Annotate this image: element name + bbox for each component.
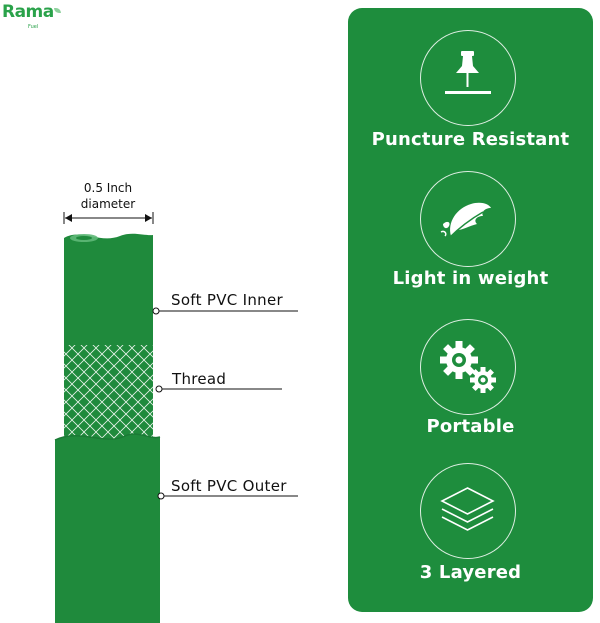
pushpin-icon <box>445 51 491 94</box>
callout-line-outer <box>157 492 298 500</box>
callout-line-thread <box>155 385 282 393</box>
features-panel: Puncture Resistant Light in weight <box>348 8 593 612</box>
callout-thread: Thread <box>172 370 227 388</box>
hose-illustration <box>54 212 298 623</box>
feather-icon <box>440 202 491 239</box>
feature-label: Light in weight <box>392 268 549 289</box>
feature-circle <box>420 319 516 415</box>
feature-circle <box>420 171 516 267</box>
leaf-icon <box>54 8 61 13</box>
logo-text: Rama <box>2 2 54 22</box>
gears-icon <box>440 341 496 393</box>
hose-diagram: 0.5 Inch diameter <box>54 181 298 623</box>
feature-circle <box>420 463 516 559</box>
callout-line-inner <box>152 307 298 315</box>
layers-icon <box>440 487 495 531</box>
inner-tube <box>64 233 153 345</box>
diameter-value: 0.5 Inch <box>83 181 133 195</box>
diameter-arrow <box>63 212 154 224</box>
logo-subtext: Fuel <box>28 24 39 30</box>
outer-tube <box>55 434 160 623</box>
feature-label: Portable <box>426 416 515 437</box>
diameter-word: diameter <box>80 197 136 211</box>
feature-circle <box>420 30 516 126</box>
callout-soft-pvc-inner: Soft PVC Inner <box>171 291 283 309</box>
callout-soft-pvc-outer: Soft PVC Outer <box>171 477 287 495</box>
feature-label: 3 Layered <box>419 562 522 583</box>
feature-label: Puncture Resistant <box>371 129 570 150</box>
